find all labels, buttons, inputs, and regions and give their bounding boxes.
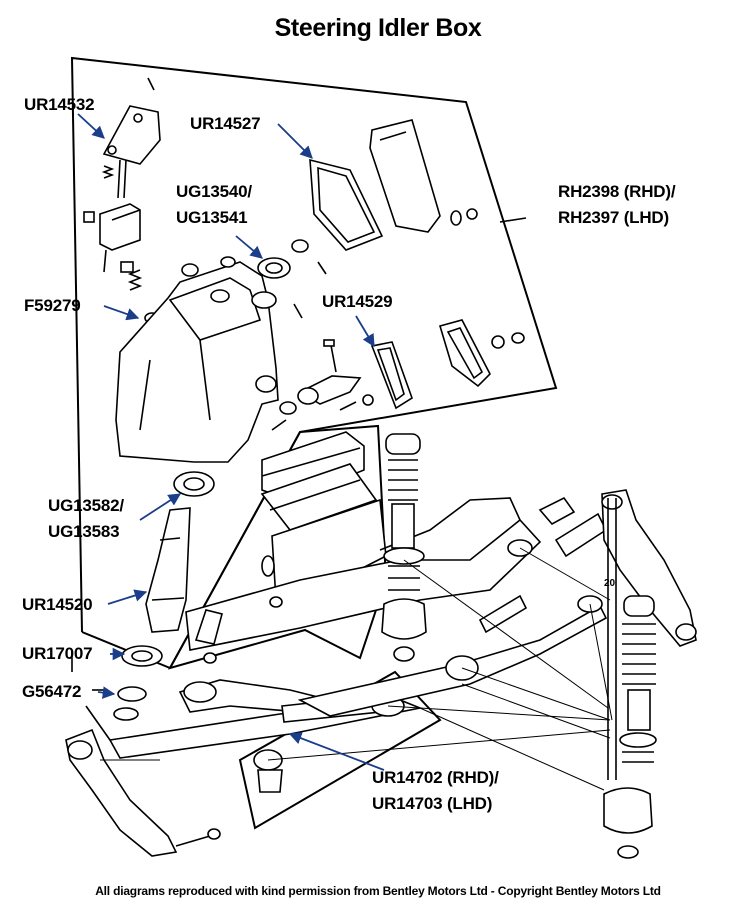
callout-arrows [77, 113, 385, 771]
right-rubber-bump [603, 787, 653, 834]
part-ref-number: 20 [604, 578, 616, 589]
callout-ug13582: UG13582/ UG13583 [48, 496, 124, 542]
gasket [309, 158, 384, 251]
upper-components [83, 105, 525, 463]
callout-ug13540-line2: UG13541 [176, 208, 248, 227]
idler-box-housing [115, 261, 279, 463]
left-steering-arm [65, 728, 178, 857]
callout-ur14527: UR14527 [190, 114, 261, 133]
top-cover-plate [102, 105, 161, 165]
callout-ug13540-line1: UG13540/ [176, 182, 252, 201]
callout-ug13582-line2: UG13583 [48, 522, 120, 541]
side-cover-plate [369, 119, 441, 233]
reference-lines [100, 547, 613, 791]
callout-rh2398-line1: RH2398 (RHD)/ [558, 182, 676, 201]
callout-ur14702-line1: UR14702 (RHD)/ [372, 768, 499, 787]
small-gasket [370, 341, 413, 410]
cross-tube-assembly [185, 431, 697, 664]
callout-rh2398: RH2398 (RHD)/ RH2397 (LHD) [558, 182, 676, 228]
callout-f59279: F59279 [24, 296, 81, 315]
right-strut-column [603, 498, 657, 859]
callout-ur14702-line2: UR14703 (LHD) [372, 794, 493, 813]
page-title: Steering Idler Box [274, 14, 482, 42]
callout-ur17007: UR17007 [22, 644, 93, 663]
copyright-footer: All diagrams reproduced with kind permis… [95, 884, 661, 898]
callout-ur14702: UR14702 (RHD)/ UR14703 (LHD) [372, 768, 499, 814]
callout-ug13540: UG13540/ UG13541 [176, 182, 252, 228]
cross-tube-group-outline [167, 424, 388, 670]
idler-shaft [145, 507, 191, 633]
rubber-mounting [261, 431, 365, 501]
rubber-bump [381, 598, 427, 640]
callout-g56472: G56472 [22, 682, 82, 701]
callout-ur14520: UR14520 [22, 595, 93, 614]
callout-rh2398-line2: RH2397 (LHD) [558, 208, 669, 227]
right-steering-arm [601, 489, 697, 647]
callout-ug13582-line1: UG13582/ [48, 496, 124, 515]
callout-ur14529: UR14529 [322, 292, 393, 311]
callout-ur14532: UR14532 [24, 95, 95, 114]
